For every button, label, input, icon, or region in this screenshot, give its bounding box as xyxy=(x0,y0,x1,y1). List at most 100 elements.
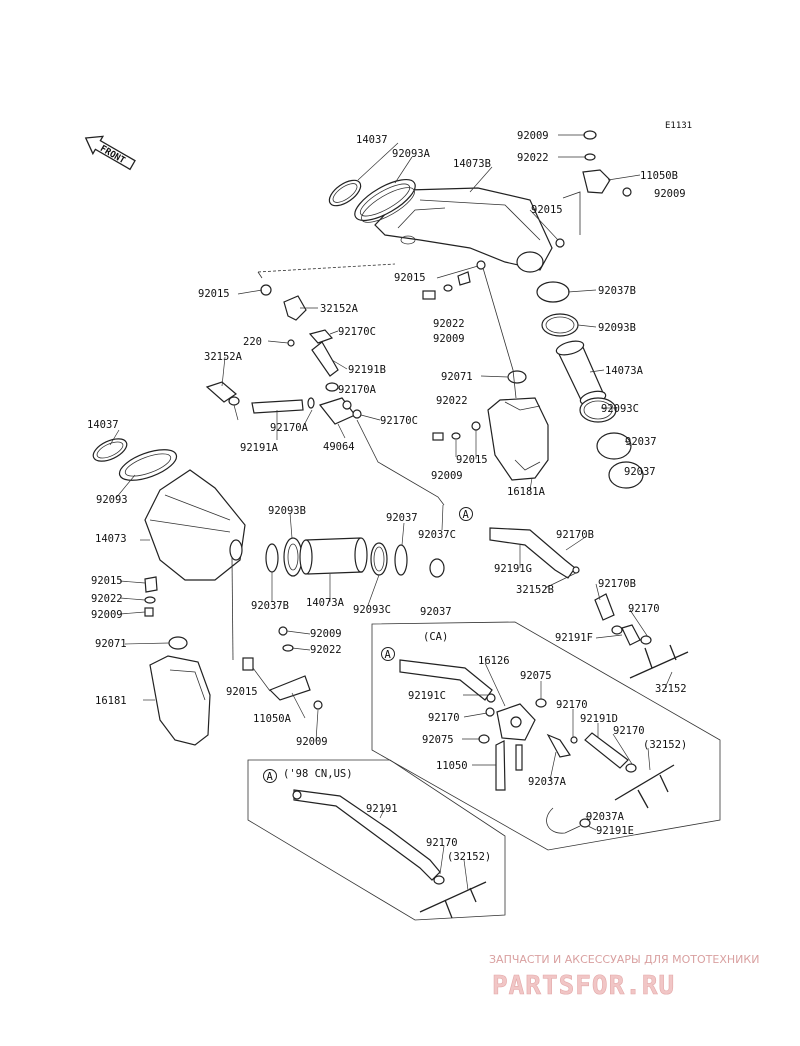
ca-variant-box xyxy=(371,621,721,851)
air-duct-14073B xyxy=(374,187,553,273)
part-label: 92015 xyxy=(91,575,123,587)
part-label: 92191F xyxy=(555,632,593,644)
air-box-16181 xyxy=(149,655,211,746)
part-label: 92022 xyxy=(91,593,123,605)
svg-text:A: A xyxy=(385,649,392,661)
part-label: 92037B xyxy=(598,285,636,297)
part-label: 92071 xyxy=(95,638,127,650)
part-label: 92009 xyxy=(433,333,465,345)
leader-lines xyxy=(109,134,673,891)
clamp-band-92093A xyxy=(354,179,416,223)
part-label: 92037C xyxy=(418,529,456,541)
part-label: 16126 xyxy=(478,655,510,667)
part-label: (32152) xyxy=(643,739,687,751)
part-label: 92191B xyxy=(348,364,386,376)
part-label: 14037 xyxy=(356,134,388,146)
part-label: 32152A xyxy=(204,351,243,363)
watermark-line2: PARTSFOR.RU xyxy=(492,971,675,1001)
part-label: 11050A xyxy=(253,713,292,725)
part-label: 92170B xyxy=(598,578,636,590)
part-labels: 14037 92093A 14073B 92009 92022 11050B 9… xyxy=(87,130,687,863)
ca-label: (CA) xyxy=(423,631,448,643)
part-label: 92037B xyxy=(251,600,289,612)
part-label: 92170A xyxy=(270,422,309,434)
cn-us-variant-box xyxy=(247,759,506,921)
part-label: 14073A xyxy=(306,597,345,609)
part-label: 92093C xyxy=(601,403,639,415)
part-label: 92009 xyxy=(431,470,463,482)
part-label: 92022 xyxy=(436,395,468,407)
part-label: 92037 xyxy=(386,512,418,524)
hose-92191D xyxy=(584,732,629,769)
part-label: 92037 xyxy=(625,436,657,448)
part-label: 92022 xyxy=(310,644,342,656)
valve-16126 xyxy=(496,703,536,741)
part-label: 92037A xyxy=(528,776,567,788)
clamp-92037B-upper xyxy=(536,281,570,303)
part-label: 92170C xyxy=(338,326,376,338)
part-label: 92093 xyxy=(96,494,128,506)
part-label: 92170C xyxy=(380,415,418,427)
hose-92191C xyxy=(399,659,493,701)
part-label: 92075 xyxy=(422,734,454,746)
part-label: 92037 xyxy=(624,466,656,478)
diagram-code: E1131 xyxy=(665,121,692,131)
front-arrow-icon: FRONT xyxy=(84,135,136,171)
part-label: 92009 xyxy=(296,736,328,748)
part-label: 14037 xyxy=(87,419,119,431)
part-label: 92071 xyxy=(441,371,473,383)
part-label: 92022 xyxy=(517,152,549,164)
part-label: 32152 xyxy=(655,683,687,695)
part-label: 92191E xyxy=(596,825,634,837)
hose-14073A-middle xyxy=(299,537,368,575)
hose-92191E xyxy=(546,807,581,834)
part-label: 14073B xyxy=(453,158,491,170)
hose-92191 xyxy=(293,789,441,881)
part-label: 92009 xyxy=(654,188,686,200)
air-box-16181A xyxy=(487,397,549,481)
part-label: 92009 xyxy=(517,130,549,142)
svg-text:A: A xyxy=(463,509,470,521)
part-label: 11050 xyxy=(436,760,468,772)
part-label: (32152) xyxy=(447,851,491,863)
hose-92191B xyxy=(311,341,339,377)
part-label: 220 xyxy=(243,336,262,348)
watermark: ЗАПЧАСТИ И АКСЕССУАРЫ ДЛЯ МОТОТЕХНИКИ PA… xyxy=(489,953,759,1001)
hose-92191G xyxy=(489,527,576,579)
part-label: 92022 xyxy=(433,318,465,330)
fitting-49064 xyxy=(318,397,356,425)
part-label: 92037 xyxy=(420,606,452,618)
part-label: 92015 xyxy=(394,272,426,284)
part-label: 92170 xyxy=(628,603,660,615)
part-label: 92075 xyxy=(520,670,552,682)
ref-marker-a-2: A xyxy=(381,647,395,661)
hose-92191F xyxy=(594,593,615,621)
part-label: 92170A xyxy=(338,384,377,396)
part-label: 92191A xyxy=(240,442,279,454)
part-label: 11050B xyxy=(640,170,678,182)
part-label: 92170 xyxy=(428,712,460,724)
part-label: 92170 xyxy=(556,699,588,711)
part-label: 92170 xyxy=(613,725,645,737)
cn-us-label: ('98 CN,US) xyxy=(283,768,353,780)
part-label: 92191C xyxy=(408,690,446,702)
part-label: 92170B xyxy=(556,529,594,541)
part-label: 92191D xyxy=(580,713,618,725)
part-label: 92093A xyxy=(392,148,431,160)
part-label: 92170 xyxy=(426,837,458,849)
svg-text:A: A xyxy=(267,771,274,783)
part-label: 92037A xyxy=(586,811,625,823)
part-label: 16181 xyxy=(95,695,127,707)
watermark-line1: ЗАПЧАСТИ И АКСЕССУАРЫ ДЛЯ МОТОТЕХНИКИ xyxy=(489,953,759,966)
ref-marker-a-3: A xyxy=(263,769,277,783)
part-label: 92191G xyxy=(494,563,532,575)
part-label: 92093B xyxy=(268,505,306,517)
part-label: 92009 xyxy=(91,609,123,621)
hose-14073A-upper xyxy=(555,340,607,406)
part-label: 92015 xyxy=(456,454,488,466)
part-label: 92093B xyxy=(598,322,636,334)
filter-ring-14037-upper xyxy=(328,179,362,207)
part-label: 92015 xyxy=(226,686,258,698)
part-label: 32152B xyxy=(516,584,554,596)
